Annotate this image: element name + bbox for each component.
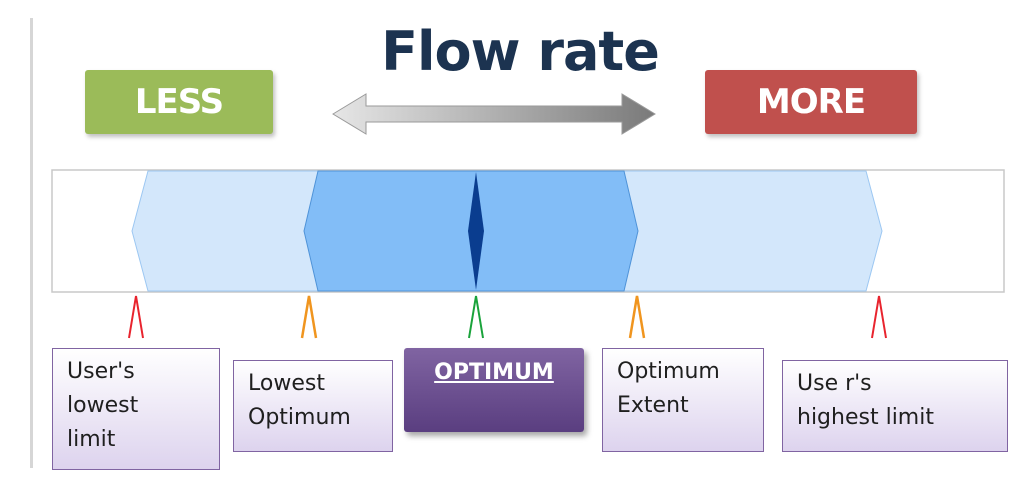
optimum-box: OPTIMUM xyxy=(404,348,584,432)
optimum-extent-tick xyxy=(628,295,646,339)
users-lowest-limit-box: User's lowest limit xyxy=(52,348,220,470)
box-line: User's xyxy=(67,359,135,384)
diagram-title: Flow rate xyxy=(381,20,660,83)
box-line: Optimum xyxy=(617,359,720,384)
user-lowest-limit-tick xyxy=(128,295,144,339)
lowest-optimum-tick xyxy=(300,295,318,339)
optimum-extent-box: Optimum Extent xyxy=(602,348,764,452)
box-line: lowest xyxy=(67,393,139,418)
box-line: Use r's xyxy=(797,371,872,396)
box-line: Extent xyxy=(617,393,689,418)
double-arrow-icon xyxy=(332,93,656,135)
user-highest-limit-tick xyxy=(871,295,887,339)
less-label: LESS xyxy=(85,70,273,134)
optimum-tick xyxy=(468,295,484,339)
users-highest-limit-box: Use r's highest limit xyxy=(782,360,1008,452)
box-line: highest limit xyxy=(797,405,934,430)
more-label: MORE xyxy=(705,70,917,134)
optimum-point-marker xyxy=(468,172,484,290)
box-line: Lowest xyxy=(248,371,325,396)
box-line: limit xyxy=(67,427,116,452)
box-line: Optimum xyxy=(248,405,351,430)
left-divider-line xyxy=(30,18,33,468)
lowest-optimum-box: Lowest Optimum xyxy=(233,360,393,452)
